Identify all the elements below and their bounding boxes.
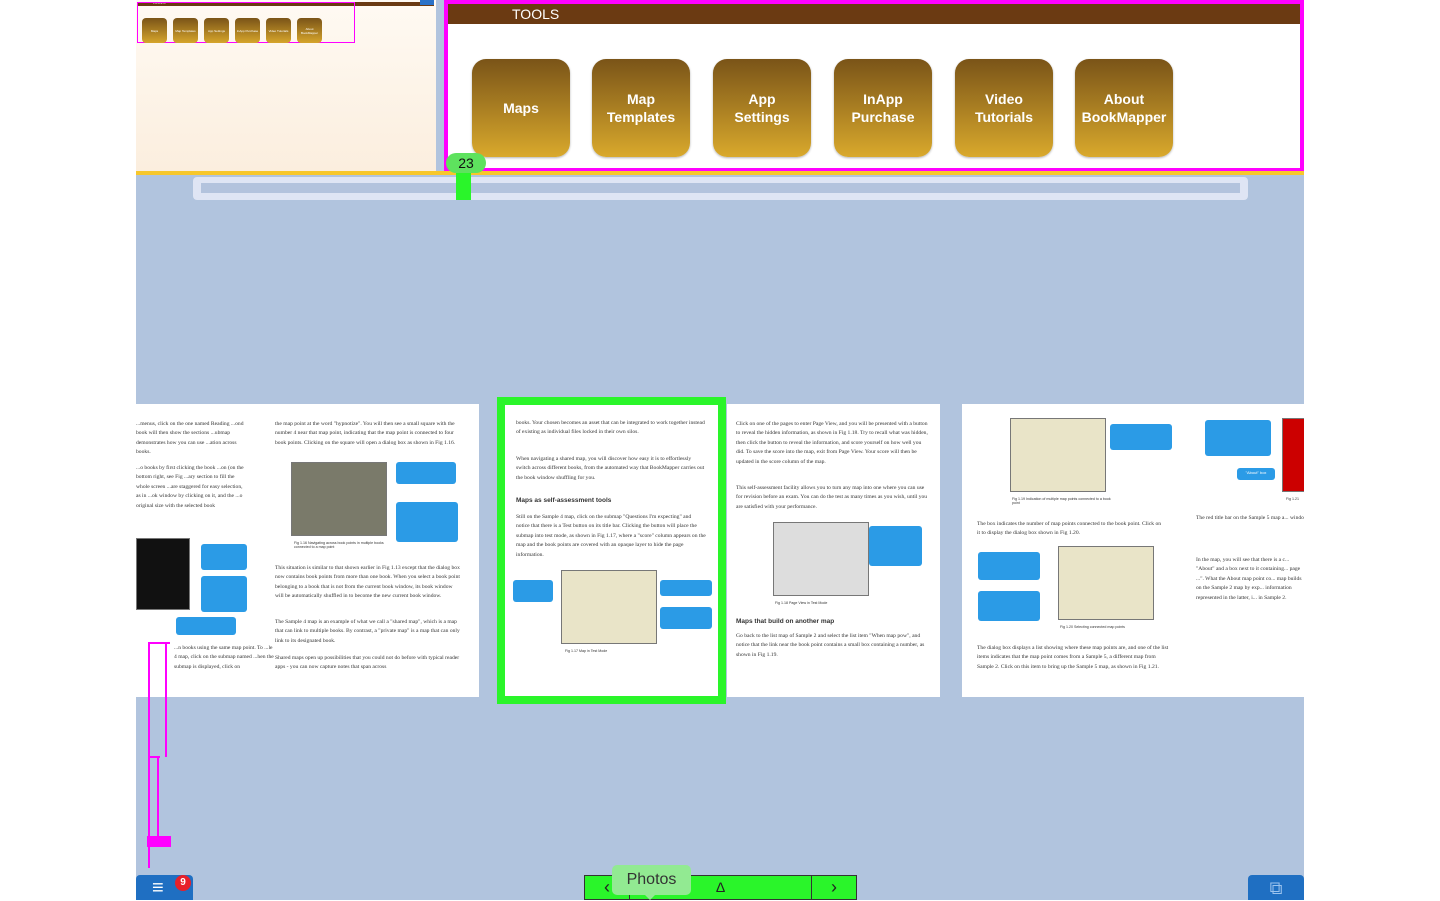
figure-callout [396, 502, 458, 542]
figure-callout [1110, 424, 1172, 450]
page-text: When navigating a shared map, you will d… [516, 456, 705, 481]
next-page-button[interactable]: › [811, 876, 856, 899]
figure-caption: Fig 1.19 Indication of multiple map poin… [1012, 497, 1111, 505]
page-spread-1[interactable]: ...menus, click on the one named Reading… [136, 404, 479, 697]
figure-image [291, 462, 387, 536]
figure-caption: Fig 1.18 Page View in Test Mode [775, 601, 828, 605]
mini-close-button[interactable] [420, 0, 434, 5]
tools-preview-panel[interactable]: TOOLS Maps Map Templates App Settings In… [136, 0, 436, 172]
page-3[interactable]: Click on one of the pages to enter Page … [727, 404, 940, 697]
figure-image [136, 538, 190, 610]
figure-callout [660, 580, 712, 596]
page-text: The Sample 4 map is an example of what w… [275, 619, 460, 644]
mini-tools-highlight: Maps Map Templates App Settings InApp Pu… [137, 2, 355, 43]
mini-map-templates-button[interactable]: Map Templates [173, 18, 198, 43]
video-tutorials-button[interactable]: Video Tutorials [955, 59, 1053, 157]
figure-callout [201, 576, 247, 612]
figure-image [1282, 418, 1304, 492]
page-spread-4[interactable]: Fig 1.19 Indication of multiple map poin… [962, 404, 1304, 697]
annotation-handle[interactable] [147, 836, 171, 847]
figure-image [1010, 418, 1106, 492]
page-text: The dialog box displays a list showing w… [977, 645, 1169, 670]
page-number-bubble[interactable]: 23 [446, 153, 486, 173]
map-templates-button[interactable]: Map Templates [592, 59, 690, 157]
photos-tooltip[interactable]: Photos [612, 865, 691, 900]
mini-about-button[interactable]: About BookMapper [297, 18, 322, 43]
maps-button[interactable]: Maps [472, 59, 570, 157]
page-text: This self-assessment facility allows you… [736, 485, 928, 510]
figure-image [1058, 546, 1154, 620]
figure-callout [978, 552, 1040, 580]
separator-line [136, 171, 1304, 175]
window-switch-button[interactable]: ⧉ [1248, 875, 1304, 900]
annotation-line [157, 756, 159, 838]
annotation-line [148, 642, 150, 868]
about-bookmapper-button[interactable]: About BookMapper [1075, 59, 1173, 157]
page-selected[interactable]: books. Your chosen becomes an asset that… [497, 397, 726, 704]
about-box-callout: "About" box [1237, 468, 1275, 480]
page-text: Click on one of the pages to enter Page … [736, 421, 928, 465]
page-text: Still on the Sample 4 map, click on the … [516, 514, 706, 558]
figure-caption: Fig 1.16 Navigating across book points i… [294, 541, 384, 549]
figure-image [561, 570, 657, 644]
scrubber-track[interactable] [201, 183, 1240, 193]
page-scrubber[interactable] [193, 177, 1248, 200]
up-triangle-icon[interactable]: Δ [715, 879, 726, 895]
figure-callout [513, 580, 553, 602]
annotation-line [148, 642, 170, 644]
page-text: ...menus, click on the one named Reading… [136, 421, 244, 456]
mini-maps-button[interactable]: Maps [142, 18, 167, 43]
inapp-purchase-button[interactable]: InApp Purchase [834, 59, 932, 157]
tools-panel: TOOLS Maps Map Templates App Settings In… [444, 0, 1304, 172]
page-text: the map point at the word "hypnotize". Y… [275, 421, 456, 446]
page-text: ...o books by first clicking the book ..… [136, 465, 244, 509]
figure-callout [978, 591, 1040, 621]
page-text: This situation is similar to that shown … [275, 565, 460, 600]
page-text: The box indicates the number of map poin… [977, 521, 1162, 537]
figure-caption: Fig 1.17 Map in Test Mode [565, 649, 608, 653]
figure-caption: Fig 1.20 Selecting connected map points [1060, 625, 1125, 629]
figure-callout [201, 544, 247, 570]
page-text: Go back to the list map of Sample 2 and … [736, 633, 925, 658]
figure-callout [869, 526, 922, 566]
app-settings-button[interactable]: App Settings [713, 59, 811, 157]
figure-callout [660, 607, 712, 629]
mini-app-settings-button[interactable]: App Settings [204, 18, 229, 43]
menu-icon: ≡ [152, 877, 164, 899]
scrubber-thumb[interactable] [456, 172, 471, 200]
page-text: ...n books using the same map point. To … [174, 645, 274, 670]
page-heading: Maps that build on another map [736, 618, 835, 625]
figure-callout [176, 617, 236, 635]
page-heading: Maps as self-assessment tools [516, 497, 612, 504]
page-text: In the map, you will see that there is a… [1196, 557, 1302, 601]
annotation-line [165, 642, 167, 757]
tools-title: TOOLS [448, 4, 1300, 24]
figure-callout [1205, 420, 1271, 456]
mini-inapp-purchase-button[interactable]: InApp Purchase [235, 18, 260, 43]
page-text: Shared maps open up possibilities that y… [275, 655, 460, 671]
page-text: The red title bar on the Sample 5 map a.… [1196, 515, 1304, 521]
windows-icon: ⧉ [1269, 878, 1283, 898]
figure-caption: Fig 1.21 [1286, 497, 1299, 501]
figure-callout [396, 462, 456, 484]
figure-image [773, 522, 869, 596]
panel-divider [436, 0, 444, 172]
annotation-line [148, 756, 160, 758]
notification-badge: 9 [175, 875, 191, 891]
page-text: books. Your chosen becomes an asset that… [516, 420, 705, 436]
mini-video-tutorials-button[interactable]: Video Tutorials [266, 18, 291, 43]
